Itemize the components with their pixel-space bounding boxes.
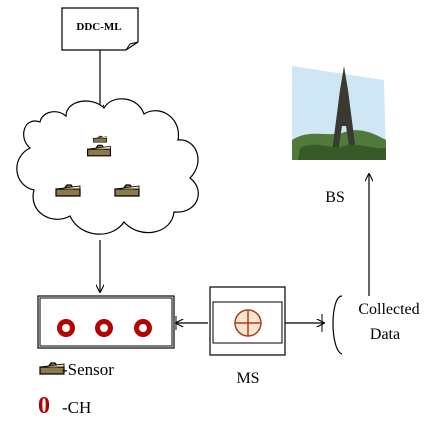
legend-ch-label: -CH xyxy=(62,398,91,417)
ms-label: MS xyxy=(236,370,259,387)
cloud-icon xyxy=(16,98,199,235)
collected-data-line2: Data xyxy=(370,326,400,343)
collected-data-block: Collected Data xyxy=(332,295,420,355)
cluster-head-box xyxy=(37,295,175,349)
legend-sensor-label: -Sensor xyxy=(62,360,114,379)
bs-label: BS xyxy=(325,189,345,206)
cluster-head-icon xyxy=(134,319,152,337)
mobile-sink-icon xyxy=(234,309,262,337)
legend: -Sensor 0 -CH xyxy=(38,360,114,419)
legend-ch-icon: 0 xyxy=(38,393,50,419)
cluster-head-icon xyxy=(95,319,113,337)
collected-data-line1: Collected xyxy=(358,301,419,318)
ddc-ml-label: DDC-ML xyxy=(76,21,121,33)
eiffel-tower-icon xyxy=(292,66,386,160)
ddc-ml-document-icon: DDC-ML xyxy=(61,7,139,51)
mobile-sink-box xyxy=(209,286,286,356)
legend-sensor-icon xyxy=(39,362,65,375)
cluster-head-icon xyxy=(57,319,75,337)
sensor-cloud xyxy=(16,98,199,235)
